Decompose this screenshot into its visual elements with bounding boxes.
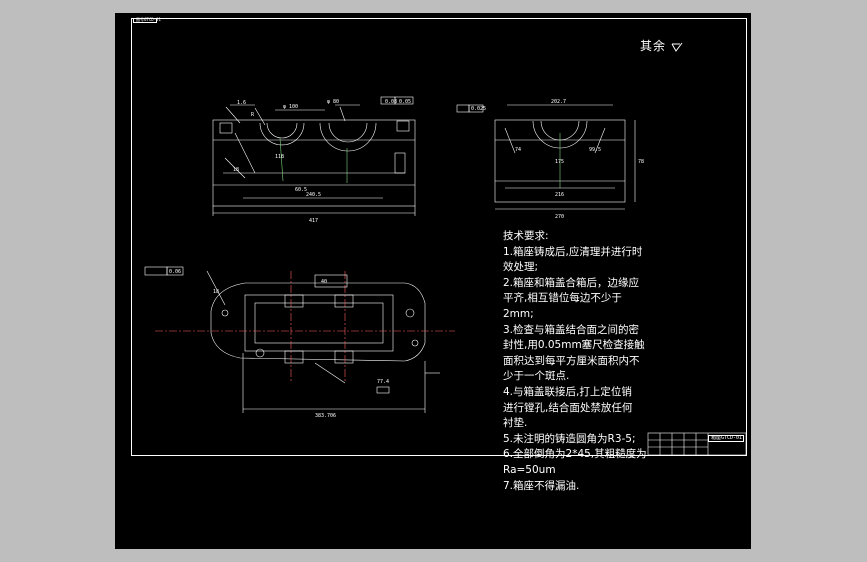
dim-front-tol1: 0.08 [385, 99, 397, 105]
tech-line: 效处理; [503, 261, 539, 274]
dim-top-dim2: 40 [321, 279, 327, 285]
dim-side-dim2: 74 [515, 147, 521, 153]
dim-front-mid2: 118 [275, 154, 284, 160]
tech-line: 1.箱座铸成后,应清理并进行时 [503, 245, 643, 258]
tech-line: 4.与箱盖联接后,打上定位销 [503, 385, 632, 398]
roughness-symbol-icon [671, 42, 683, 52]
technical-requirements: 技术要求: 1.箱座铸成后,应清理并进行时 效处理; 2.箱座和箱盖合箱后，边缘… [503, 229, 663, 494]
tech-line: 封性,用0.05mm塞尺检查接触 [503, 339, 645, 352]
dim-front-width: 417 [309, 218, 318, 224]
tech-line: 7.箱座不得漏油. [503, 479, 580, 492]
tech-line: 5.未注明的铸造圆角为R3-5; [503, 432, 636, 445]
drawing-sheet: 图号GTCD-01 其余 [115, 13, 751, 549]
tech-line: 6.全部倒角为2*45,其粗糙度为 [503, 448, 647, 461]
title-block-lines [647, 432, 747, 456]
dim-side-height: 78 [638, 159, 644, 165]
tech-line: 衬垫. [503, 417, 528, 430]
cad-drawing: 417 240.5 φ 100 φ 80 0.08 0.05 1.6 18 60… [144, 96, 747, 456]
dim-side-mid: 175 [555, 159, 564, 165]
dim-top-right: 77.4 [377, 379, 389, 385]
dim-front-r: R [251, 112, 255, 118]
drawing-number-tag: 图号GTCD-01 [133, 17, 161, 23]
dim-side-dim1: 99.5 [589, 147, 601, 153]
top-view [144, 266, 455, 413]
title-block: 箱座GTCD-01 [648, 433, 746, 455]
tech-line: 平齐,相互错位每边不少于 [503, 292, 622, 305]
side-view [456, 104, 636, 210]
drawing-frame [131, 18, 747, 456]
tech-line: 进行镗孔,结合面处禁放任何 [503, 401, 633, 414]
dim-front-left: 18 [233, 167, 239, 173]
dim-top-length: 383.706 [315, 413, 336, 419]
roughness-note: 其余 [640, 37, 683, 54]
dim-top-dim1: 18 [213, 289, 219, 295]
dim-top-tol: 0.06 [169, 269, 181, 275]
dim-side-top: 202.7 [551, 99, 566, 105]
dim-front-phi2: φ 80 [327, 99, 339, 105]
tech-line: Ra=50um [503, 463, 556, 476]
front-view [212, 96, 416, 216]
dim-side-width: 270 [555, 214, 564, 220]
dim-front-phi1: φ 100 [283, 104, 298, 110]
tech-title: 技术要求: [503, 230, 549, 242]
tech-line: 2mm; [503, 307, 534, 320]
tech-line: 3.检查与箱盖结合面之间的密 [503, 323, 640, 336]
title-block-name: 箱座GTCD-01 [708, 435, 744, 442]
dim-side-inner: 216 [555, 192, 564, 198]
dim-side-tol: 0.025 [471, 106, 486, 112]
dim-front-small: 1.6 [237, 100, 246, 106]
tech-line: 少于一个斑点. [503, 370, 570, 383]
dim-front-mid: 60.5 [295, 187, 307, 193]
dim-front-inner: 240.5 [306, 192, 321, 198]
dim-front-tol2: 0.05 [399, 99, 411, 105]
tech-line: 面积达到每平方厘米面积内不 [503, 354, 640, 367]
tech-line: 2.箱座和箱盖合箱后，边缘应 [503, 276, 640, 289]
